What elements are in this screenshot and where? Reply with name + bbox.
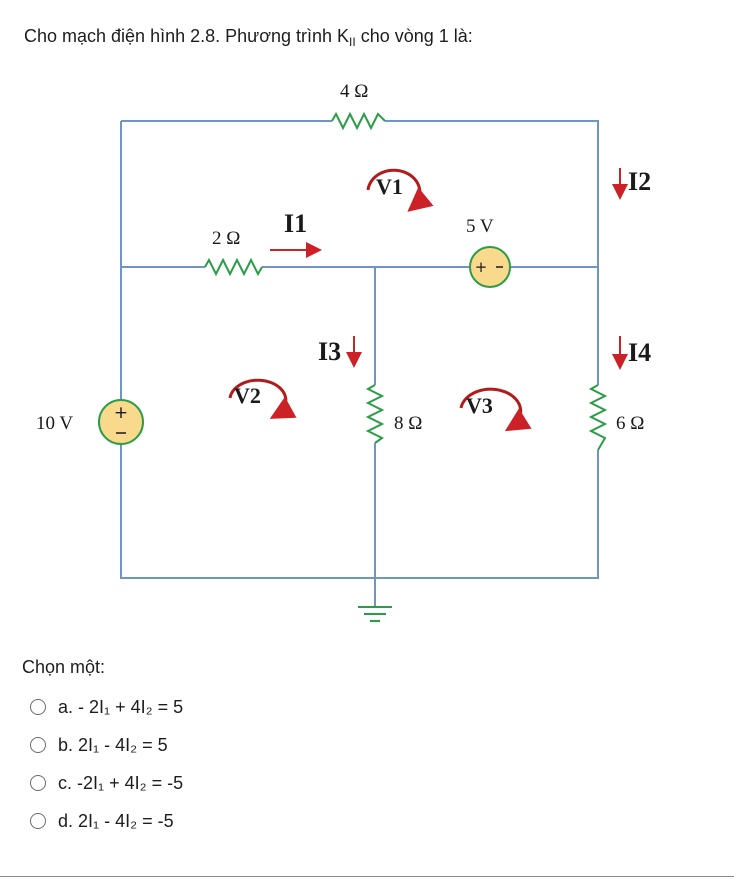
option-b-text: b. 2I₁ - 4I₂ = 5 bbox=[58, 735, 168, 756]
radio-button-c[interactable] bbox=[30, 775, 46, 791]
loop-label-v2: V2 bbox=[234, 383, 261, 408]
loop-marker-v2: V2 bbox=[228, 378, 297, 419]
option-b[interactable]: b. 2I₁ - 4I₂ = 5 bbox=[30, 726, 183, 764]
radio-button-b[interactable] bbox=[30, 737, 46, 753]
question-subscript: II bbox=[349, 35, 356, 49]
loop-label-v1: V1 bbox=[376, 174, 403, 199]
circuit-wires bbox=[120, 120, 599, 607]
option-c-equation: -2I₁ + 4I₂ = -5 bbox=[77, 772, 184, 793]
radio-button-a[interactable] bbox=[30, 699, 46, 715]
resistor-4ohm bbox=[331, 111, 386, 131]
resistor-2ohm bbox=[204, 257, 263, 277]
loop-label-v3: V3 bbox=[466, 393, 493, 418]
loop-marker-v1: V1 bbox=[366, 168, 434, 212]
option-c-label: c. bbox=[58, 772, 78, 793]
option-d-text: d. 2I₁ - 4I₂ = -5 bbox=[58, 811, 174, 832]
question-suffix: cho vòng 1 là: bbox=[355, 26, 473, 46]
current-label-i4: I4 bbox=[628, 338, 651, 367]
option-d-label: d. bbox=[58, 810, 79, 831]
label-5v: 5 V bbox=[466, 216, 494, 237]
question-text: Cho mạch điện hình 2.8. Phương trình KII… bbox=[24, 26, 473, 49]
option-d[interactable]: d. 2I₁ - 4I₂ = -5 bbox=[30, 802, 183, 840]
label-6ohm: 6 Ω bbox=[616, 413, 644, 434]
circuit-diagram: + + V1 V2 V3 I1 I2 I3 I4 4 Ω 2 Ω 5 V 10 … bbox=[36, 81, 651, 622]
answer-options: a. - 2I₁ + 4I₂ = 5 b. 2I₁ - 4I₂ = 5 c. -… bbox=[30, 688, 183, 840]
voltage-source-10v: + bbox=[98, 399, 144, 445]
option-a-text: a. - 2I₁ + 4I₂ = 5 bbox=[58, 697, 183, 718]
label-8ohm: 8 Ω bbox=[394, 413, 422, 434]
current-label-i3: I3 bbox=[318, 337, 341, 366]
label-4ohm: 4 Ω bbox=[340, 81, 368, 102]
label-2ohm: 2 Ω bbox=[212, 228, 240, 249]
option-c-text: c. -2I₁ + 4I₂ = -5 bbox=[58, 773, 183, 794]
option-a-label: a. bbox=[58, 696, 79, 717]
voltage-source-5v: + bbox=[469, 246, 511, 288]
resistor-6ohm bbox=[588, 384, 608, 451]
divider-line bbox=[0, 876, 734, 877]
ground-symbol bbox=[358, 606, 392, 622]
resistor-8ohm bbox=[365, 384, 385, 444]
choose-one-label: Chọn một: bbox=[22, 657, 106, 677]
option-b-label: b. bbox=[58, 734, 79, 755]
svg-text:+: + bbox=[475, 258, 488, 276]
question-prefix: Cho mạch điện hình 2.8. Phương trình K bbox=[24, 26, 350, 46]
label-10v: 10 V bbox=[36, 413, 73, 434]
option-b-equation: 2I₁ - 4I₂ = 5 bbox=[78, 734, 168, 755]
current-label-i1: I1 bbox=[284, 209, 307, 238]
option-a-equation: - 2I₁ + 4I₂ = 5 bbox=[78, 696, 184, 717]
option-a[interactable]: a. - 2I₁ + 4I₂ = 5 bbox=[30, 688, 183, 726]
current-label-i2: I2 bbox=[628, 167, 651, 196]
option-d-equation: 2I₁ - 4I₂ = -5 bbox=[78, 810, 174, 831]
loop-marker-v3: V3 bbox=[459, 387, 532, 432]
radio-button-d[interactable] bbox=[30, 813, 46, 829]
option-c[interactable]: c. -2I₁ + 4I₂ = -5 bbox=[30, 764, 183, 802]
svg-text:+: + bbox=[114, 403, 128, 423]
